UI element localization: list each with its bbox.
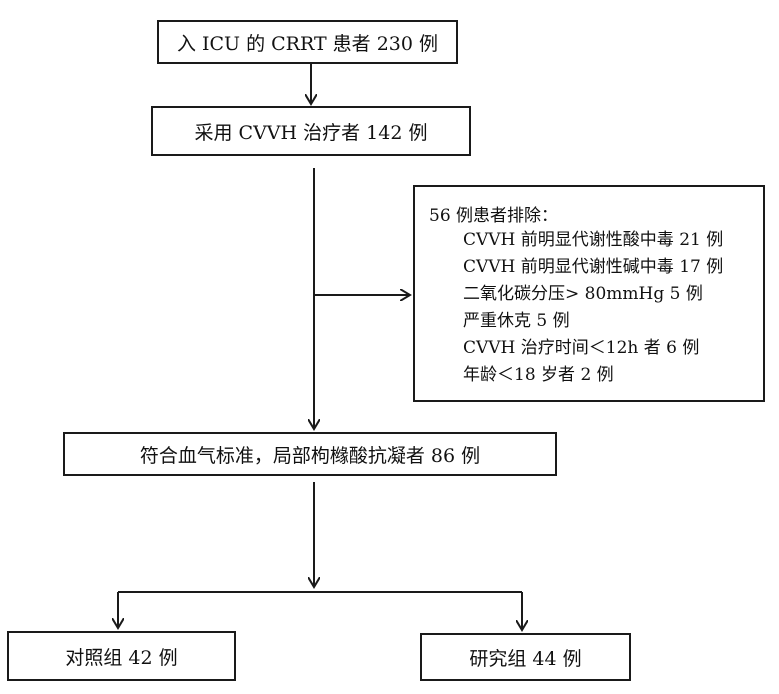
node-included: 符合血气标准，局部枸橼酸抗凝者 86 例: [63, 432, 557, 476]
exclusion-item: CVVH 治疗时间＜12h 者 6 例: [463, 338, 700, 358]
node-study-label: 研究组 44 例: [469, 647, 582, 670]
node-cvvh-label: 采用 CVVH 治疗者 142 例: [194, 121, 428, 144]
exclusion-item: CVVH 前明显代谢性碱中毒 17 例: [463, 257, 724, 277]
exclusion-item: 二氧化碳分压> 80mmHg 5 例: [463, 284, 703, 304]
exclusion-item: CVVH 前明显代谢性酸中毒 21 例: [463, 230, 724, 250]
exclusion-item: 严重休克 5 例: [463, 311, 570, 331]
exclusion-title: 56 例患者排除：: [429, 206, 559, 226]
node-included-label: 符合血气标准，局部枸橼酸抗凝者 86 例: [139, 444, 481, 467]
node-icu-total-label: 入 ICU 的 CRRT 患者 230 例: [176, 32, 439, 55]
node-icu-total: 入 ICU 的 CRRT 患者 230 例: [157, 20, 458, 64]
exclusion-box: 56 例患者排除： CVVH 前明显代谢性酸中毒 21 例 CVVH 前明显代谢…: [413, 185, 765, 402]
node-study-group: 研究组 44 例: [420, 633, 631, 681]
exclusion-list: CVVH 前明显代谢性酸中毒 21 例 CVVH 前明显代谢性碱中毒 17 例 …: [463, 227, 723, 389]
node-control-label: 对照组 42 例: [65, 646, 178, 669]
node-cvvh: 采用 CVVH 治疗者 142 例: [151, 106, 471, 156]
exclusion-item: 年龄＜18 岁者 2 例: [463, 365, 614, 385]
node-control-group: 对照组 42 例: [7, 631, 236, 681]
